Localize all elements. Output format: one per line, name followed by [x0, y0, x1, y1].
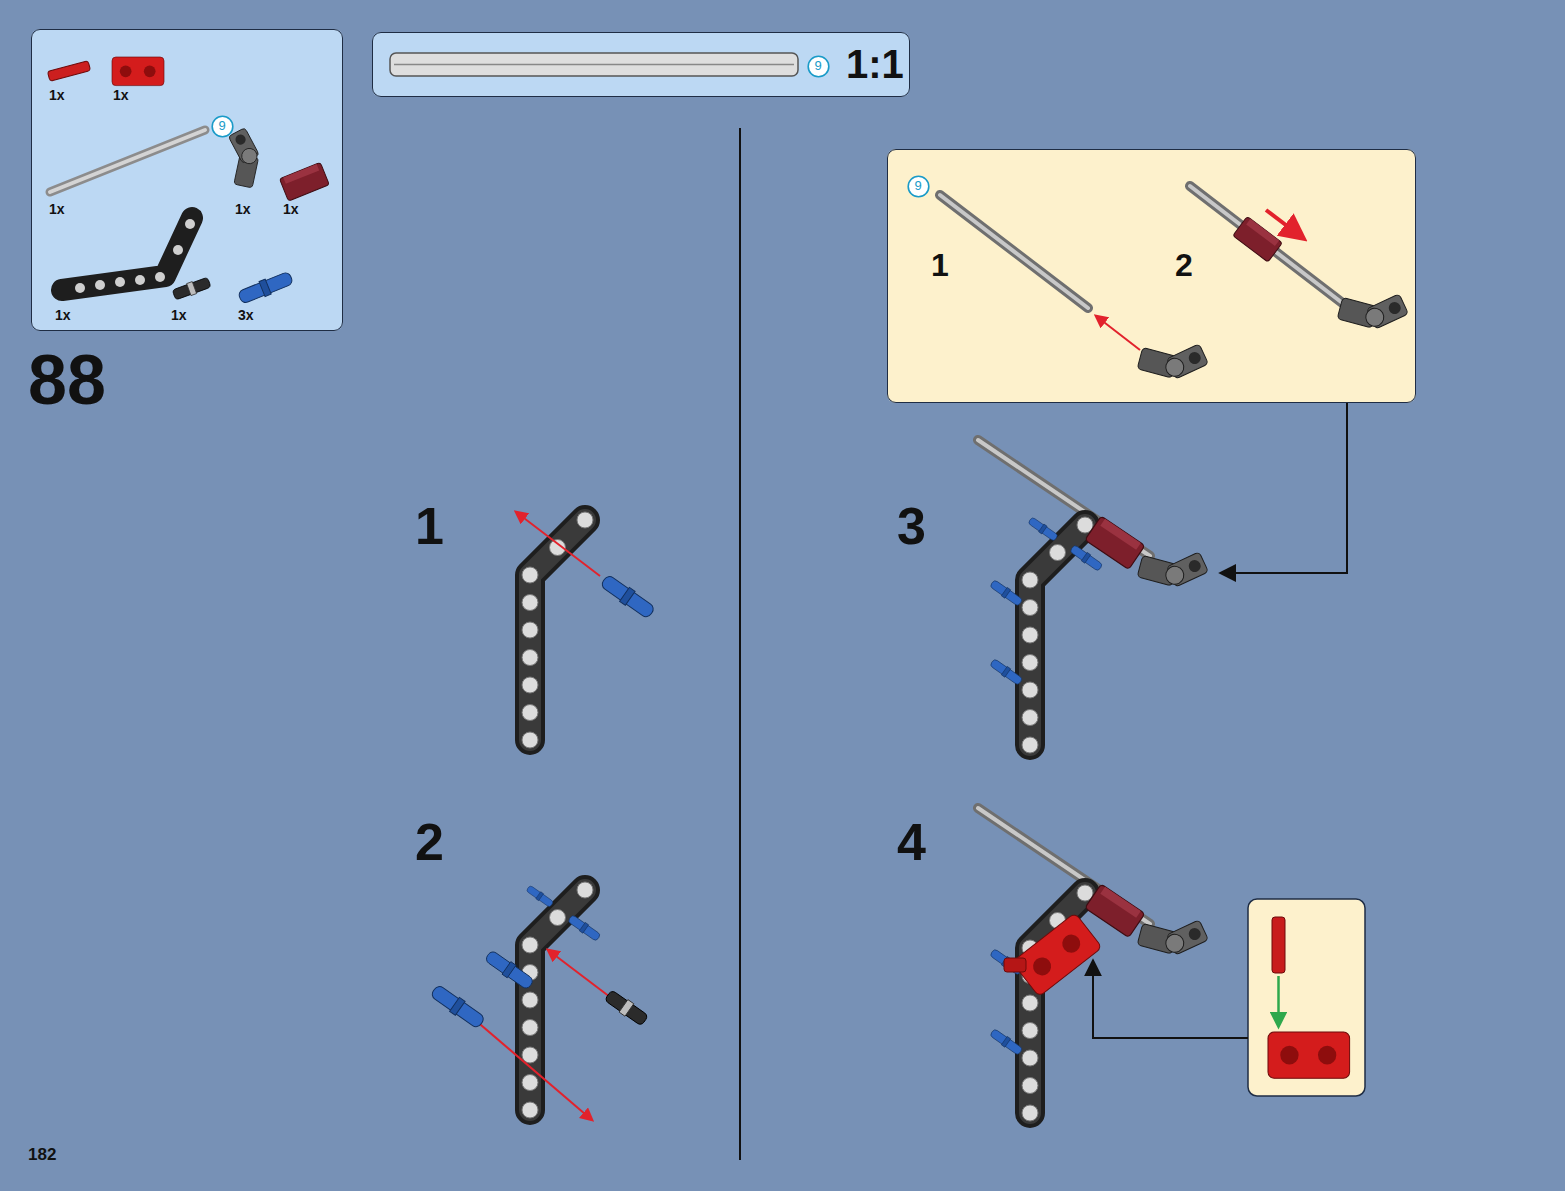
- parts-list-art: [50, 130, 205, 192]
- callout-number: 9: [914, 179, 921, 194]
- step-4-art: [1012, 913, 1102, 997]
- quantity-label: 3x: [238, 307, 254, 323]
- parts-list-art: [237, 270, 294, 306]
- step-2-art: [484, 949, 536, 991]
- quantity-label: 1x: [113, 87, 129, 103]
- callout-number: 9: [218, 119, 225, 134]
- parts-list-art: [173, 245, 183, 255]
- callout-number-circle: 9: [907, 175, 930, 198]
- step-3-art: [1085, 516, 1145, 569]
- parts-list-art: [62, 218, 192, 290]
- step-3-art: [989, 579, 1023, 607]
- step-4-art: [1137, 906, 1213, 962]
- step-3-art: [989, 658, 1023, 686]
- quantity-label: 1: [931, 247, 949, 284]
- step-2-art: [567, 914, 601, 942]
- step-3-art: [1027, 516, 1058, 542]
- callout-arrow: [1093, 960, 1248, 1038]
- step-2-art: [429, 983, 486, 1030]
- callout-number: 9: [814, 59, 821, 74]
- callout-arrow: [1220, 403, 1347, 573]
- subassembly-art: [1190, 186, 1345, 305]
- quantity-label: 1x: [171, 307, 187, 323]
- quantity-label: 1x: [49, 87, 65, 103]
- subassembly-art: [1233, 216, 1283, 262]
- scale-axle: [390, 53, 798, 76]
- quantity-label: 1x: [49, 201, 65, 217]
- step-2-art: [526, 885, 555, 909]
- scale-panel-fill: [372, 32, 910, 97]
- step-4-art: [978, 808, 1213, 1121]
- sub-callout-box: [1248, 899, 1365, 1096]
- quantity-label: 1x: [235, 201, 251, 217]
- parts-list-art: [155, 272, 165, 282]
- parts-list-art: [280, 162, 330, 201]
- parts-list-art: [112, 57, 164, 86]
- subassembly-art: [940, 186, 1413, 386]
- step-2-art: [522, 882, 593, 1118]
- callout-circle-outline: [908, 176, 929, 197]
- subassembly-panel-fill: [887, 149, 1416, 403]
- substep-number: 2: [415, 814, 444, 871]
- subassembly-art: [1337, 280, 1413, 336]
- subassembly-art: [1266, 210, 1303, 238]
- page-number: 182: [28, 1146, 56, 1165]
- step-3-art: [978, 440, 1213, 753]
- quantity-label: 1x: [55, 307, 71, 323]
- subassembly-art: [940, 195, 1088, 308]
- quantity-label: 1:1: [846, 41, 904, 87]
- quantity-label: 1x: [283, 201, 299, 217]
- subassembly-art: [1096, 316, 1140, 350]
- step-4-art: [1022, 885, 1093, 1121]
- scale-axle: [390, 53, 798, 76]
- parts-list-art: [185, 219, 195, 229]
- parts-list-art: [95, 280, 105, 290]
- step-1-art: [599, 573, 656, 620]
- substep-number: 1: [415, 498, 444, 555]
- parts-list-art: [172, 276, 212, 301]
- parts-list-art: [50, 130, 205, 192]
- subassembly-callout-box: 1 2 9: [887, 149, 1416, 403]
- sub-callout-art: [1268, 1032, 1350, 1078]
- callout-circle-outline: [212, 116, 233, 137]
- subassembly-art: [1190, 186, 1345, 305]
- scale-panel: 1:1 9: [372, 32, 910, 97]
- step-1-art: [516, 512, 600, 576]
- sub-callout-art: [1268, 917, 1350, 1078]
- step-1-art: [516, 512, 656, 748]
- callout-number-circle: 9: [211, 115, 234, 138]
- step-4-art: [1085, 884, 1145, 937]
- sub-callout-art: [1277, 976, 1280, 1026]
- scale-axle: [394, 64, 794, 66]
- step-2-art: [604, 989, 650, 1027]
- step-2-art: [429, 882, 649, 1120]
- parts-list-art: [47, 61, 90, 82]
- sub-callout-art: [1272, 917, 1285, 973]
- callout-circle-outline: [808, 56, 829, 77]
- callout-number-circle: 9: [807, 55, 830, 78]
- subassembly-art: [1137, 330, 1213, 386]
- step-1-art: [522, 512, 593, 748]
- quantity-label: 2: [1175, 247, 1193, 284]
- subassembly-art: [940, 195, 1088, 308]
- substep-number: 3: [897, 498, 926, 555]
- step-4-art: [1004, 958, 1026, 972]
- parts-list-panel: 1x 1x 1x 1x 1x 1x 1x 3x 9: [31, 29, 343, 331]
- divider-line: [739, 128, 741, 1160]
- step-3-art: [1137, 538, 1213, 594]
- step-number: 88: [28, 342, 106, 419]
- step-4-art: [989, 1028, 1023, 1056]
- parts-list-art: [75, 283, 85, 293]
- step-2-art: [548, 950, 610, 997]
- parts-list-art: [135, 275, 145, 285]
- parts-panel-fill: [31, 29, 343, 331]
- substep-number: 4: [897, 814, 926, 871]
- parts-list-art: [115, 277, 125, 287]
- parts-list-art: [47, 57, 329, 305]
